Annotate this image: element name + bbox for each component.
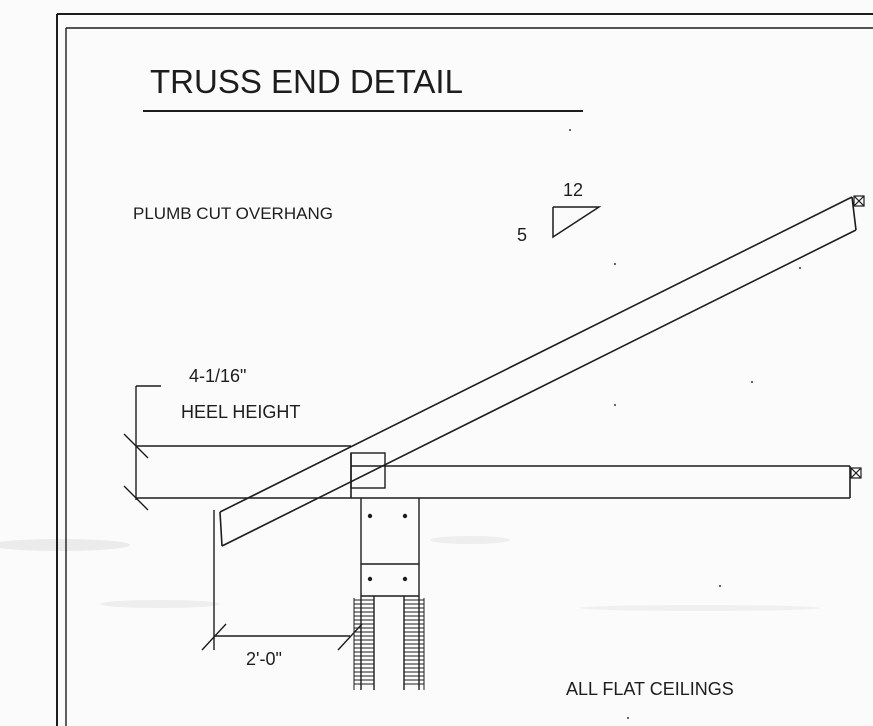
- top-chord-bearing-mark: [853, 195, 865, 207]
- overhang-label-bg: [240, 646, 306, 668]
- sheet-border: [56, 13, 873, 726]
- scan-smudges: [0, 536, 820, 611]
- wall-nails: [367, 513, 408, 582]
- bottom-chord: [136, 465, 851, 499]
- top-chord: [219, 196, 857, 547]
- roof-pitch-symbol: 12 5: [517, 180, 602, 245]
- pitch-rise-label: 5: [517, 225, 527, 245]
- scan-specks: [569, 129, 801, 719]
- overhang-type-label: PLUMB CUT OVERHANG: [133, 204, 333, 223]
- pitch-triangle: [552, 206, 602, 239]
- bearing-wall: [360, 498, 420, 690]
- heel-height-label: HEEL HEIGHT: [181, 402, 300, 422]
- heel-dimension-value: 4-1/16": [189, 366, 246, 386]
- bottom-chord-bearing-mark: [850, 467, 862, 479]
- heel-connector-plate: [350, 452, 386, 489]
- drawing-title: TRUSS END DETAIL: [150, 63, 463, 100]
- wall-insulation-hatch: [353, 598, 425, 690]
- overhang-length-label: 2'-0": [246, 649, 282, 669]
- heel-height-dimension: [123, 385, 351, 511]
- pitch-run-label: 12: [563, 180, 583, 200]
- ceiling-note: ALL FLAT CEILINGS: [566, 679, 734, 699]
- overhang-dimension: [201, 510, 363, 651]
